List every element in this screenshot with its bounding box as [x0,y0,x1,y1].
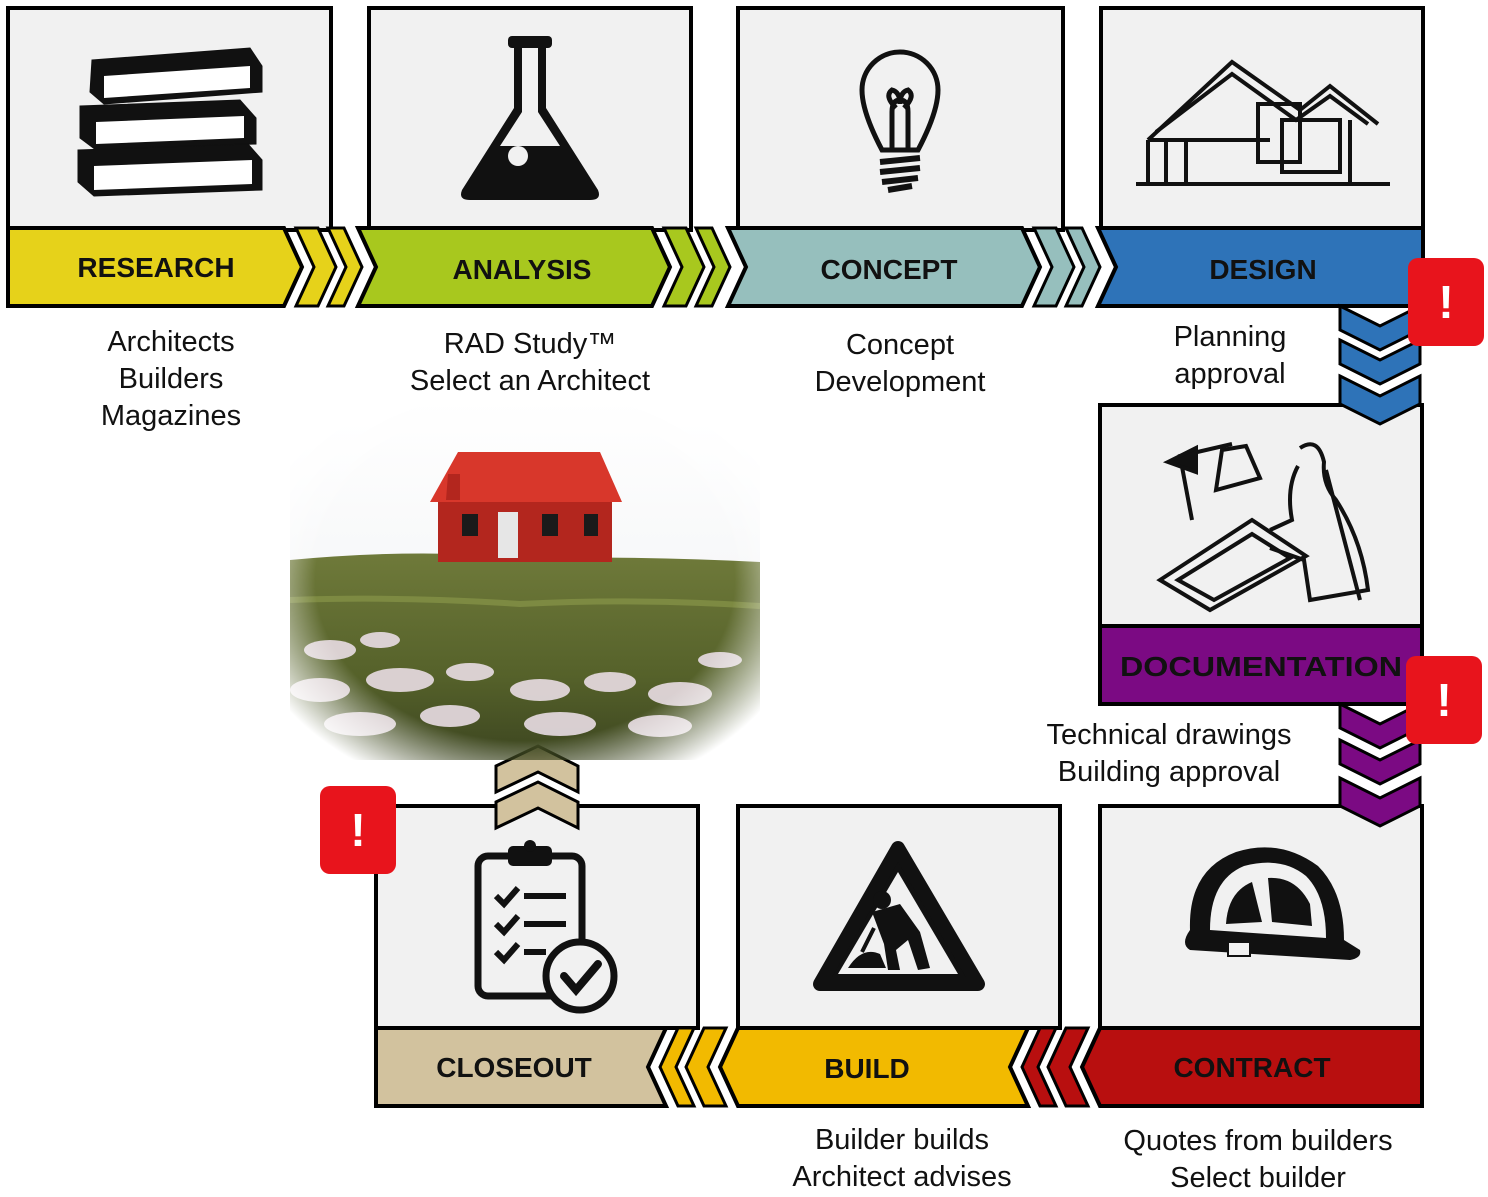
drafting-table-icon [1156,442,1371,613]
note-line: Concept [845,329,954,361]
banner-design [1094,226,1425,308]
title-documentation: DOCUMENTATION [1120,651,1402,682]
banner-analysis [354,226,732,308]
connector-design-documentation [1338,303,1422,426]
banner-contract [1020,1026,1424,1108]
note-line: Planning [1173,321,1287,353]
note-line: Select builder [1170,1162,1346,1194]
note-line: Builders [118,363,224,395]
note-line: Select an Architect [409,365,651,397]
banner-concept [724,226,1102,308]
title-concept: CONCEPT [821,254,958,285]
house-on-hill-photo [289,400,761,760]
alert-documentation-text: ! [1436,674,1451,726]
panel-concept [736,6,1065,232]
notes-concept: Concept Development [770,327,1030,401]
notes-documentation: Technical drawings Building approval [1020,717,1318,791]
banner-build [658,1026,1032,1108]
hard-hat-icon [1185,847,1361,960]
note-line: Quotes from builders [1123,1125,1393,1157]
alert-documentation: ! [1406,656,1482,744]
note-line: approval [1174,358,1286,390]
note-line: Technical drawings [1046,719,1292,751]
alert-design-text: ! [1438,276,1453,328]
title-analysis: ANALYSIS [452,254,591,285]
notes-research: Architects Builders Magazines [66,324,276,435]
panel-closeout [374,804,700,1030]
notes-analysis: RAD Study™ Select an Architect [380,326,680,400]
notes-build: Builder builds Architect advises [762,1122,1042,1196]
note-line: Architect advises [792,1161,1012,1193]
note-line: Development [814,366,986,398]
title-design: DESIGN [1209,254,1316,285]
checklist-icon [474,840,618,1014]
note-line: Magazines [100,400,242,432]
note-line: Builder builds [814,1124,990,1156]
lightbulb-icon [859,49,941,193]
alert-closeout: ! [320,786,396,874]
title-build: BUILD [824,1053,910,1084]
title-closeout: CLOSEOUT [436,1052,592,1083]
banner-closeout [374,1026,670,1108]
notes-design: Planning approval [1130,319,1330,393]
note-line: Architects [107,326,235,358]
title-research: RESEARCH [77,252,234,283]
note-line: Building approval [1057,756,1281,788]
banner-research [6,226,364,308]
banner-documentation [1098,624,1424,706]
books-icon [77,47,263,197]
panel-documentation [1098,403,1424,629]
alert-design: ! [1408,258,1484,346]
connector-documentation-contract [1338,701,1422,828]
title-contract: CONTRACT [1173,1052,1330,1083]
house-sketch-icon [1136,59,1390,186]
note-line: RAD Study™ [443,328,617,360]
roadwork-sign-icon [813,841,985,991]
alert-closeout-text: ! [350,804,365,856]
flask-icon [461,36,599,200]
notes-contract: Quotes from builders Select builder [1100,1123,1416,1197]
